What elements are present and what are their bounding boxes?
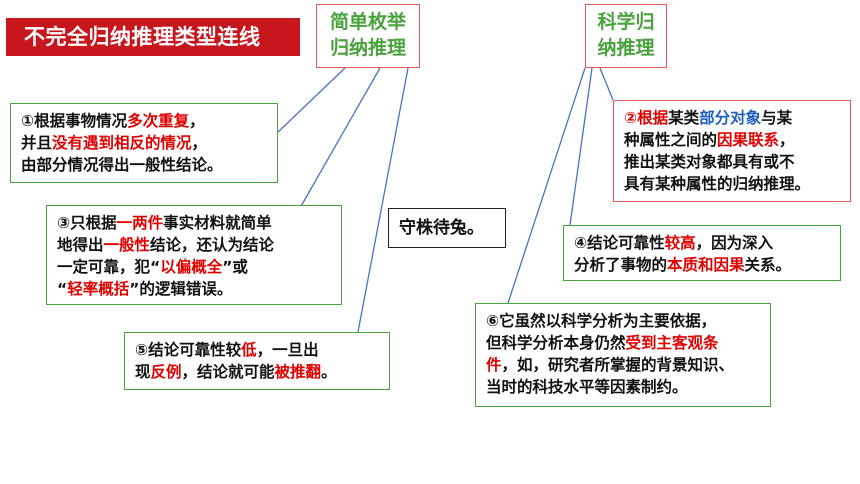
statement-1: ①根据事物情况多次重复， 并且没有遇到相反的情况， 由部分情况得出一般性结论。 [10, 103, 278, 183]
s2-highlight-blue: 部分对象 [699, 109, 762, 127]
statement-6: ⑥它虽然以科学分析为主要依据， 但科学分析本身仍然受到主客观条 件，如，研究者所… [475, 303, 771, 407]
s3-text: 结论，还认为结论 [150, 236, 275, 254]
s4-text: 分析了事物的 [574, 256, 668, 274]
s4-highlight: 本质和因果 [667, 256, 745, 274]
s1-text: 由部分情况得出一般性结论。 [21, 156, 223, 174]
s3-text: ”或 [222, 258, 248, 276]
node-scientific-induction: 科学归 纳推理 [585, 4, 667, 68]
s2-highlight: 根据 [637, 109, 669, 127]
connector-science-to-box4 [569, 67, 593, 226]
s3-text: 地得出 [57, 236, 104, 254]
s1-text: ， [191, 134, 208, 152]
s3-text: “ [57, 280, 68, 298]
node-simple-line1: 简单枚举 [329, 11, 406, 33]
s3-highlight: 一般性 [103, 236, 151, 254]
s3-text: 事实材料就简单 [163, 214, 272, 232]
s1-highlight: 没有遇到相反的情况 [52, 134, 192, 152]
s1-highlight: 多次重复 [127, 112, 190, 130]
connector-science-to-box6 [507, 67, 586, 304]
s1-text: 并且 [21, 134, 53, 152]
idiom-box: 守株待兔。 [388, 208, 506, 248]
statement-5: ⑤结论可靠性较低，一旦出 现反例，结论就可能被推翻。 [124, 332, 390, 390]
node-science-line1: 科学归 [597, 11, 655, 33]
s6-text: ⑥它虽然以科学分析为主要依据， [486, 312, 717, 330]
s4-text: 关系。 [744, 256, 792, 274]
s5-highlight: 被推翻 [274, 363, 322, 381]
connector-science-to-box2 [599, 67, 614, 101]
s2-text: 与某 [761, 109, 793, 127]
s1-text: ， [189, 112, 205, 130]
s2-text: 种属性之间的 [624, 131, 718, 149]
s3-highlight: 轻率概括 [67, 280, 130, 298]
node-simple-enumeration: 简单枚举 归纳推理 [316, 4, 420, 68]
s2-text: ， [779, 131, 795, 149]
statement-2: ②根据某类部分对象与某 种属性之间的因果联系， 推出某类对象都具有或不 具有某种… [613, 100, 851, 202]
statement-4: ④结论可靠性较高，因为深入 分析了事物的本质和因果关系。 [563, 225, 841, 281]
s6-text: 当时的科技水平等因素制约。 [486, 378, 688, 396]
s6-highlight: 受到主客观条 [625, 334, 719, 352]
s3-text: ”的逻辑错误。 [129, 280, 233, 298]
connector-simple-to-box3 [299, 67, 381, 209]
s3-text: 一定可靠，犯“ [57, 258, 161, 276]
s5-text: 现 [135, 363, 151, 381]
s4-text: ，因为深入 [695, 234, 774, 252]
s5-text: ⑤结论可靠性较 [135, 341, 242, 359]
s6-text: ，如，研究者所掌握的背景知识、 [501, 356, 735, 374]
statement-3: ③只根据一两件事实材料就简单 地得出一般性结论，还认为结论 一定可靠，犯“以偏概… [46, 205, 342, 305]
node-science-line2: 纳推理 [597, 37, 655, 59]
s2-circled-number: ② [624, 109, 638, 127]
node-simple-line2: 归纳推理 [329, 37, 406, 59]
s5-text: 。 [321, 363, 337, 381]
s6-highlight: 件 [486, 356, 502, 374]
s5-text: ，一旦出 [256, 341, 319, 359]
idiom-text: 守株待兔。 [399, 218, 484, 238]
s2-text: 某类 [668, 109, 700, 127]
page-title: 不完全归纳推理类型连线 [0, 18, 300, 56]
connector-simple-to-box5 [357, 67, 409, 333]
s4-highlight: 较高 [664, 234, 696, 252]
s6-text: 但科学分析本身仍然 [486, 334, 626, 352]
s3-text: ③只根据 [57, 214, 117, 232]
s2-highlight: 因果联系 [717, 131, 780, 149]
s2-text: 具有某种属性的归纳推理。 [624, 175, 811, 193]
s5-text: ，结论就可能 [181, 363, 275, 381]
connector-simple-to-box1 [276, 67, 346, 134]
s5-highlight: 低 [241, 341, 257, 359]
s1-text: ①根据事物情况 [21, 112, 128, 130]
s5-highlight: 反例 [150, 363, 182, 381]
s3-highlight: 以偏概全 [160, 258, 223, 276]
s2-text: 推出某类对象都具有或不 [624, 153, 795, 171]
s4-text: ④结论可靠性 [574, 234, 665, 252]
s3-highlight: 一两件 [116, 214, 164, 232]
